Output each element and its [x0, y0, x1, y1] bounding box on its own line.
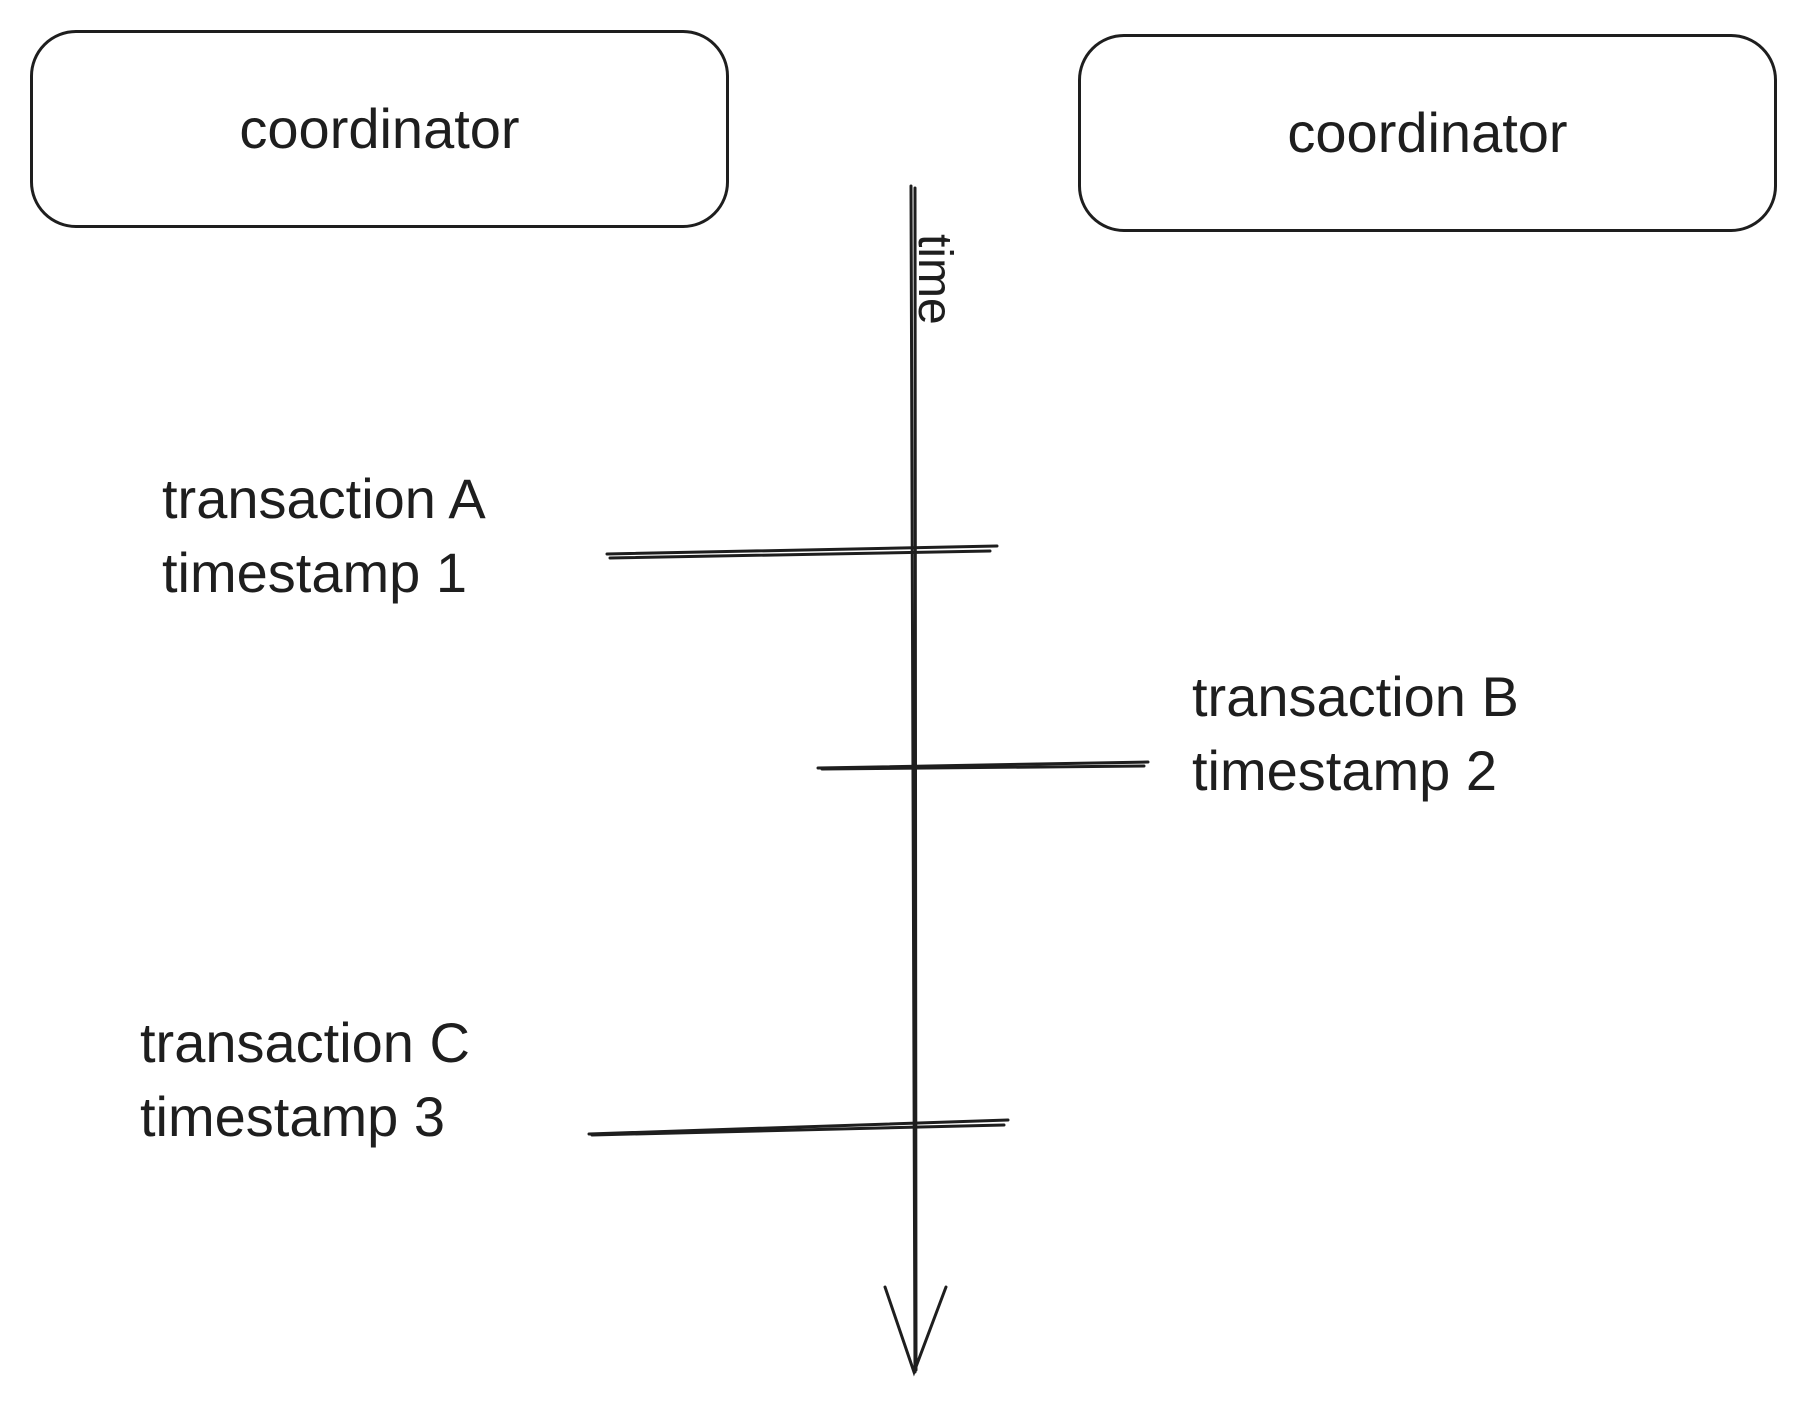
tick-transaction-a-sketch: [608, 549, 992, 560]
event-label-b: transaction B timestamp 2: [1192, 660, 1519, 808]
tick-transaction-c: [587, 1118, 1010, 1136]
event-label-c: transaction C timestamp 3: [140, 1006, 470, 1154]
transaction-name: transaction B: [1192, 665, 1519, 728]
tick-transaction-b-sketch: [820, 764, 1146, 771]
time-axis-line-sketch: [913, 186, 918, 1372]
coordinator-label-left: coordinator: [239, 97, 520, 160]
time-axis-label: time: [908, 234, 961, 325]
time-axis-arrowhead: [883, 1285, 948, 1377]
transaction-name: transaction C: [140, 1011, 470, 1074]
tick-transaction-b: [816, 760, 1150, 770]
timestamp-value: timestamp 1: [162, 541, 467, 604]
timestamp-value: timestamp 2: [1192, 739, 1497, 802]
time-axis-line: [909, 184, 917, 1374]
timestamp-value: timestamp 3: [140, 1085, 445, 1148]
tick-transaction-a: [605, 544, 999, 556]
coordinator-box-left: coordinator: [30, 30, 729, 228]
coordinator-label-right: coordinator: [1287, 101, 1568, 164]
tick-transaction-c-sketch: [590, 1123, 1006, 1137]
coordinator-box-right: coordinator: [1078, 34, 1777, 232]
event-label-a: transaction A timestamp 1: [162, 462, 486, 610]
transaction-name: transaction A: [162, 467, 486, 530]
